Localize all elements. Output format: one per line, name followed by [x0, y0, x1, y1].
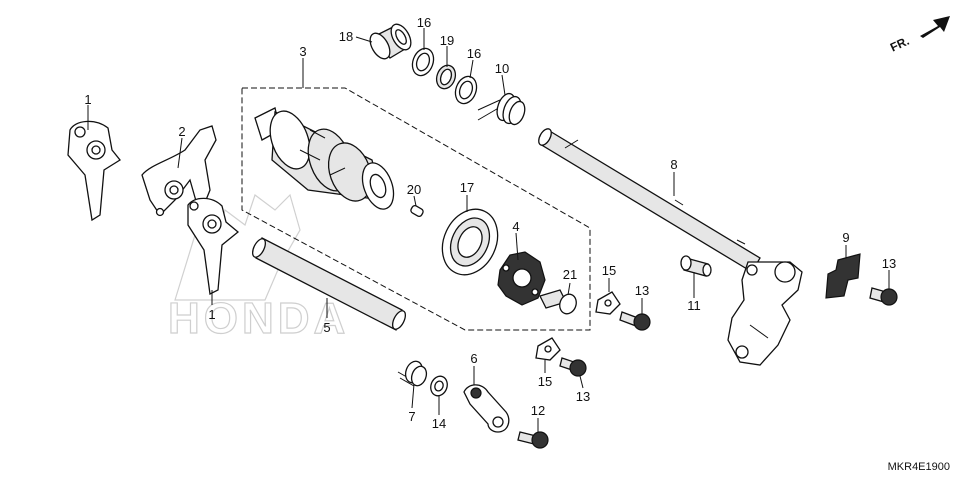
callout-7: 7 — [408, 409, 415, 424]
part-shift-drum-3 — [254, 107, 395, 210]
part-shift-fork-2 — [141, 125, 217, 218]
part-needle-bearing-18 — [369, 23, 412, 60]
part-shift-fork-1-upper — [67, 120, 121, 222]
part-washer-14 — [430, 375, 448, 397]
callout-11: 11 — [687, 298, 701, 313]
callout-8: 8 — [670, 157, 677, 172]
callout-12: 12 — [531, 403, 545, 418]
part-bolt-13-upper — [619, 311, 651, 331]
part-socket-bolt-21 — [539, 289, 577, 315]
part-washer-15-lower — [535, 337, 561, 361]
callout-leader-lines — [87, 28, 890, 432]
part-bearing-17 — [441, 208, 499, 276]
drum-assembly-outline — [241, 87, 591, 331]
part-spring-7 — [397, 360, 428, 387]
callout-4: 4 — [512, 219, 519, 234]
callout-10: 10 — [495, 61, 509, 76]
callout-15-upper: 15 — [602, 263, 616, 278]
callout-6: 6 — [470, 351, 477, 366]
callout-13-lower: 13 — [576, 389, 590, 404]
callout-13-upper: 13 — [635, 283, 649, 298]
callout-2: 2 — [178, 124, 185, 139]
part-fork-shaft-5 — [251, 237, 407, 331]
callout-5: 5 — [323, 320, 330, 335]
part-washer-16-lower — [454, 75, 478, 105]
part-bolt-12 — [517, 431, 549, 449]
callout-16-lower: 16 — [467, 46, 481, 61]
part-gearshift-spindle-8 — [538, 128, 803, 366]
callout-18: 18 — [339, 29, 353, 44]
callout-16-upper: 16 — [417, 15, 431, 30]
callout-13-right: 13 — [882, 256, 896, 271]
part-return-spring-10 — [477, 92, 526, 126]
part-washer-16-upper — [411, 47, 435, 77]
callout-1-upper: 1 — [84, 92, 91, 107]
part-stopper-arm-6 — [463, 384, 510, 433]
callout-9: 9 — [842, 230, 849, 245]
callout-labels: 1 2 1 3 5 18 16 19 16 10 20 17 4 21 8 11… — [84, 15, 896, 431]
honda-watermark-text: HONDA — [168, 294, 349, 343]
callout-19: 19 — [440, 33, 454, 48]
diagram-code: MKR4E1900 — [888, 461, 950, 473]
part-washer-15-upper — [595, 291, 621, 315]
part-stud-11 — [680, 255, 712, 277]
part-dowel-pin-20 — [410, 204, 424, 218]
part-drum-center-4 — [497, 251, 546, 306]
callout-3: 3 — [299, 44, 306, 59]
callout-1-lower: 1 — [208, 307, 215, 322]
callout-14: 14 — [432, 416, 446, 431]
part-circlip-19 — [435, 64, 457, 90]
callout-15-lower: 15 — [538, 374, 552, 389]
part-shift-fork-1-lower — [187, 197, 240, 295]
callout-20: 20 — [407, 182, 421, 197]
part-plate-9 — [825, 253, 861, 299]
honda-watermark: HONDA — [167, 193, 349, 344]
callout-17: 17 — [460, 180, 474, 195]
front-direction-indicator: FR. — [888, 16, 950, 55]
part-bolt-13-right — [869, 287, 898, 306]
callout-21: 21 — [563, 267, 577, 282]
front-arrow-icon — [920, 16, 950, 38]
part-bolt-13-lower — [559, 357, 587, 377]
front-label: FR. — [888, 34, 911, 55]
